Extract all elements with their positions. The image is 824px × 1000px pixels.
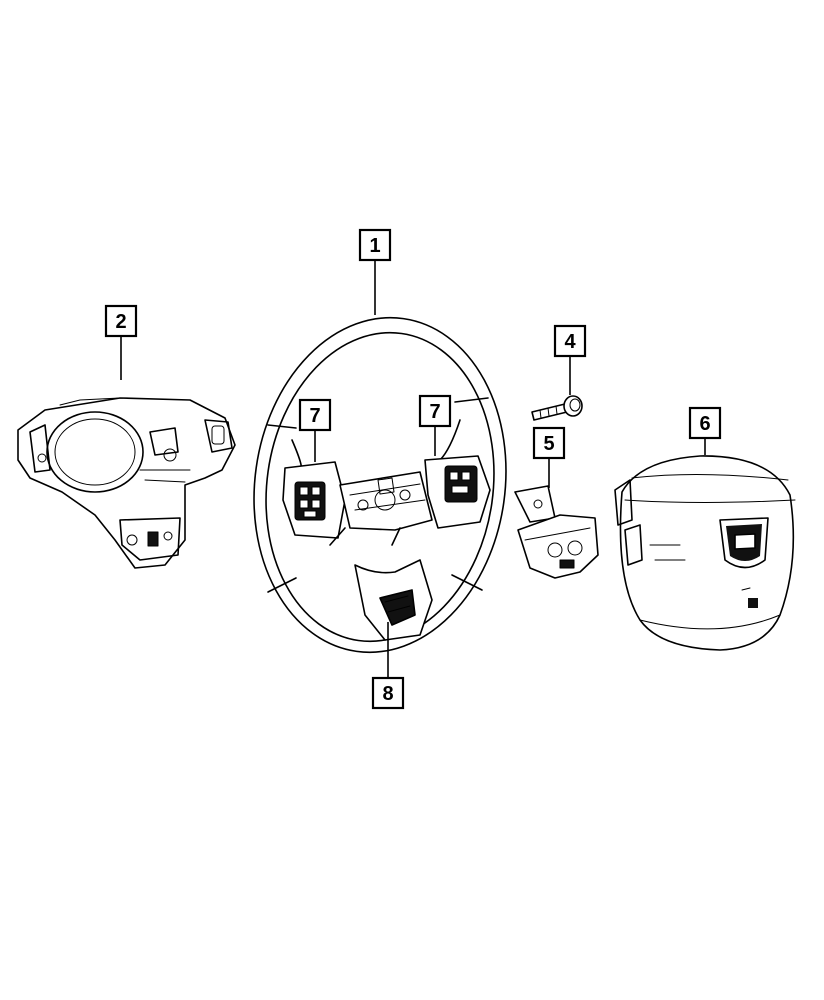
callout-label: 2 xyxy=(115,311,126,333)
steering-wheel-part-1[interactable] xyxy=(233,301,527,669)
bracket-part-5[interactable] xyxy=(514,485,599,579)
callout-label: 6 xyxy=(699,413,710,435)
callout-label: 7 xyxy=(429,401,440,423)
callout-7-left[interactable]: 7 xyxy=(298,398,332,462)
callout-1[interactable]: 1 xyxy=(358,228,392,315)
callout-6[interactable]: 6 xyxy=(688,406,722,455)
callout-label: 4 xyxy=(564,331,576,353)
callout-label: 7 xyxy=(309,405,320,427)
callout-5[interactable]: 5 xyxy=(532,426,566,488)
callout-label: 8 xyxy=(382,683,393,705)
callout-7-right[interactable]: 7 xyxy=(418,394,452,456)
driver-airbag-part-6[interactable] xyxy=(614,455,796,651)
callout-label: 1 xyxy=(369,235,380,257)
steering-column-shroud-part-2[interactable] xyxy=(17,397,236,569)
bolt-part-4[interactable] xyxy=(531,395,583,421)
callout-4[interactable]: 4 xyxy=(553,324,587,395)
callout-label: 5 xyxy=(543,433,554,455)
callout-8[interactable]: 8 xyxy=(371,622,405,710)
callout-2[interactable]: 2 xyxy=(104,304,138,380)
